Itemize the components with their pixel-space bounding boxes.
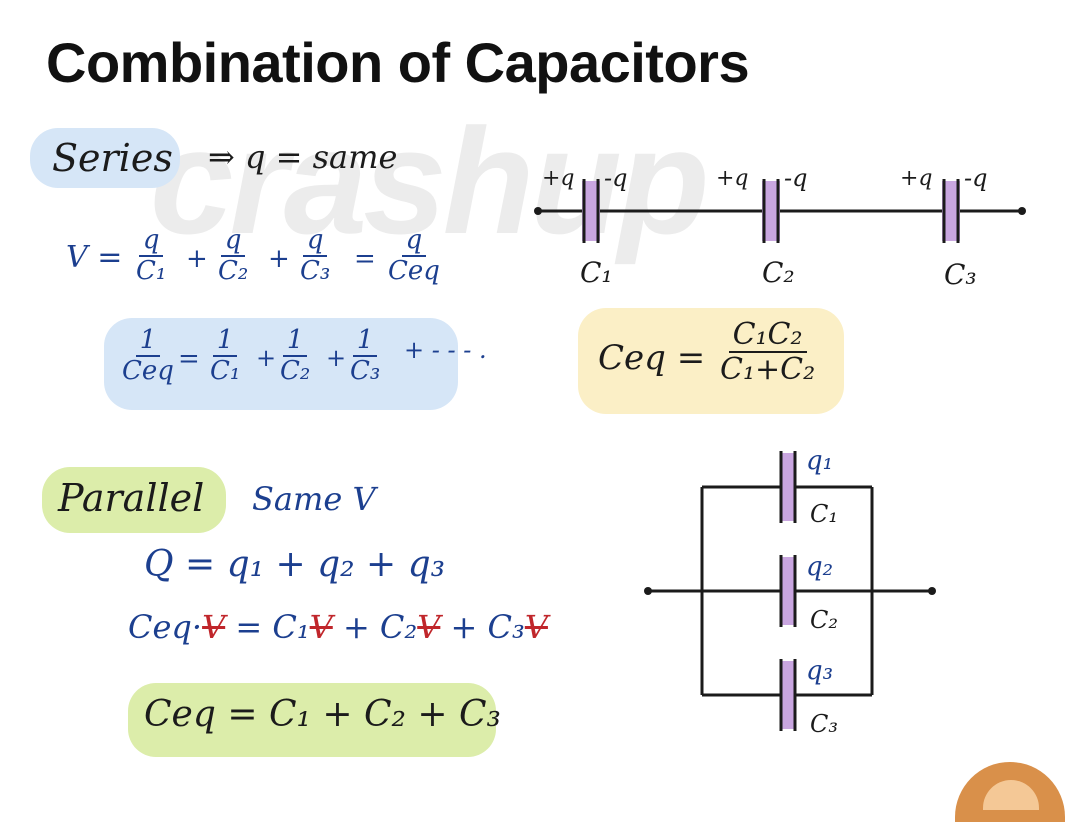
series-c2-plus: +q — [716, 166, 749, 191]
series-c3-label: C₃ — [944, 258, 977, 291]
ceqv-lhs-v: V — [202, 608, 226, 646]
plus-sign: + — [256, 344, 277, 372]
parallel-c3: C₃ — [810, 710, 838, 738]
series-label: Series — [52, 136, 173, 180]
series-circuit — [534, 179, 1026, 243]
series-c3-minus: -q — [964, 164, 988, 192]
parallel-circuit — [644, 451, 936, 731]
plus-sign: + — [268, 244, 290, 274]
series-voltage-rhs: q Ceq — [388, 225, 440, 286]
reciprocal-term-3: 1 C₃ — [350, 325, 381, 386]
parallel-c1: C₁ — [810, 500, 838, 528]
series-c2-label: C₂ — [762, 256, 795, 289]
reciprocal-lhs: 1 Ceq — [122, 325, 174, 386]
parallel-c2: C₂ — [810, 606, 838, 634]
series-c1-minus: -q — [604, 164, 628, 192]
series-charge-rule: ⇒ q = same — [208, 138, 398, 176]
parallel-q2: q₂ — [806, 552, 834, 582]
watermark: crashup — [150, 97, 710, 265]
equals-sign: = — [178, 344, 200, 374]
series-c1-label: C₁ — [580, 256, 613, 289]
plus-sign: + — [326, 344, 347, 372]
series-voltage-lhs: V = — [66, 240, 123, 275]
parallel-rule: Same V — [252, 480, 376, 518]
ceqv-rhs-1: = C₁ — [235, 608, 310, 646]
ceqv-v1: V — [309, 608, 333, 646]
parallel-ceqv-eq: Ceq·V = C₁V + C₂V + C₃V — [128, 608, 548, 646]
reciprocal-highlight — [104, 318, 458, 410]
parallel-q3: q₃ — [806, 656, 834, 686]
capacitor-c1-fill — [582, 181, 600, 241]
reciprocal-term-2: 1 C₂ — [280, 325, 311, 386]
parallel-q1: q₁ — [806, 446, 834, 476]
parallel-result: Ceq = C₁ + C₂ + C₃ — [144, 694, 501, 735]
series-c3-plus: +q — [900, 166, 933, 191]
reciprocal-tail: + - - - . — [404, 336, 487, 364]
reciprocal-term-1: 1 C₁ — [210, 325, 241, 386]
ceqv-v3: V — [524, 608, 548, 646]
parallel-highlight — [42, 467, 226, 533]
plus-sign: + — [186, 244, 208, 274]
series-c2-minus: -q — [784, 164, 808, 192]
equals-sign: = — [354, 244, 376, 274]
parallel-charge-eq: Q = q₁ + q₂ + q₃ — [144, 544, 446, 585]
ceqv-v2: V — [417, 608, 441, 646]
capacitor-c3-fill — [942, 181, 960, 241]
series-c1-plus: +q — [542, 166, 575, 191]
notes-page: crashup Combination of Capacitors Series… — [30, 31, 1065, 822]
series-voltage-term-1: q C₁ — [136, 225, 167, 286]
page-title: Combination of Capacitors — [46, 31, 750, 94]
ceqv-lhs: Ceq· — [128, 608, 203, 646]
series-highlight — [30, 128, 180, 188]
ceqv-rhs-3: + C₃ — [450, 608, 525, 646]
two-cap-lhs: Ceq = — [598, 338, 706, 378]
series-voltage-term-2: q C₂ — [218, 225, 249, 286]
parallel-label: Parallel — [58, 476, 205, 520]
two-cap-fraction: C₁C₂ C₁+C₂ — [720, 317, 816, 387]
ceq-two-cap-highlight — [578, 308, 844, 414]
ceqv-rhs-2: + C₂ — [342, 608, 418, 646]
series-voltage-term-3: q C₃ — [300, 225, 331, 286]
capacitor-c2-fill — [762, 181, 780, 241]
parallel-result-highlight — [128, 683, 496, 757]
